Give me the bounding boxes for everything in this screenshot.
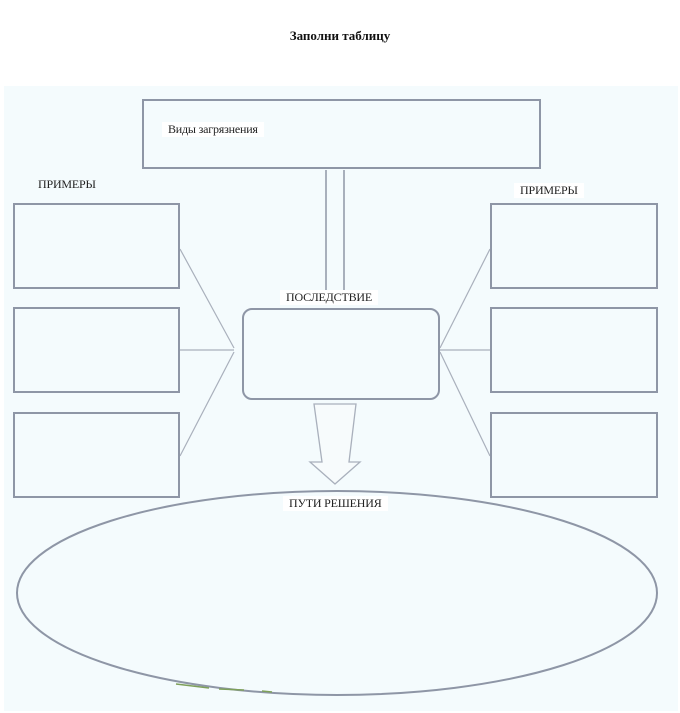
connector-left-1: [179, 248, 235, 349]
connector-right-1: [439, 248, 491, 349]
page-title: Заполни таблицу: [289, 28, 391, 43]
right-example-box: [490, 412, 658, 498]
solutions-ellipse: [16, 490, 658, 696]
left-example-box: [13, 203, 180, 289]
consequence-label: ПОСЛЕДСТВИЕ: [280, 290, 378, 305]
connector-left-3: [179, 351, 235, 457]
connector-right-3: [439, 351, 491, 457]
down-arrow-icon: [308, 403, 362, 485]
left-example-box: [13, 412, 180, 498]
right-examples-label: ПРИМЕРЫ: [514, 183, 584, 198]
consequence-box: [242, 308, 440, 400]
green-marks: [175, 683, 273, 693]
worksheet-diagram: Виды загрязнения ПРИМЕРЫ ПРИМЕРЫ ПОСЛЕДС…: [4, 86, 678, 711]
solutions-label: ПУТИ РЕШЕНИЯ: [283, 496, 388, 511]
right-example-box: [490, 307, 658, 393]
pollution-types-label: Виды загрязнения: [162, 122, 264, 137]
left-example-box: [13, 307, 180, 393]
pollution-types-box: [142, 99, 541, 169]
left-examples-label: ПРИМЕРЫ: [38, 177, 96, 191]
connector-lines: [16, 170, 658, 696]
right-example-box: [490, 203, 658, 289]
